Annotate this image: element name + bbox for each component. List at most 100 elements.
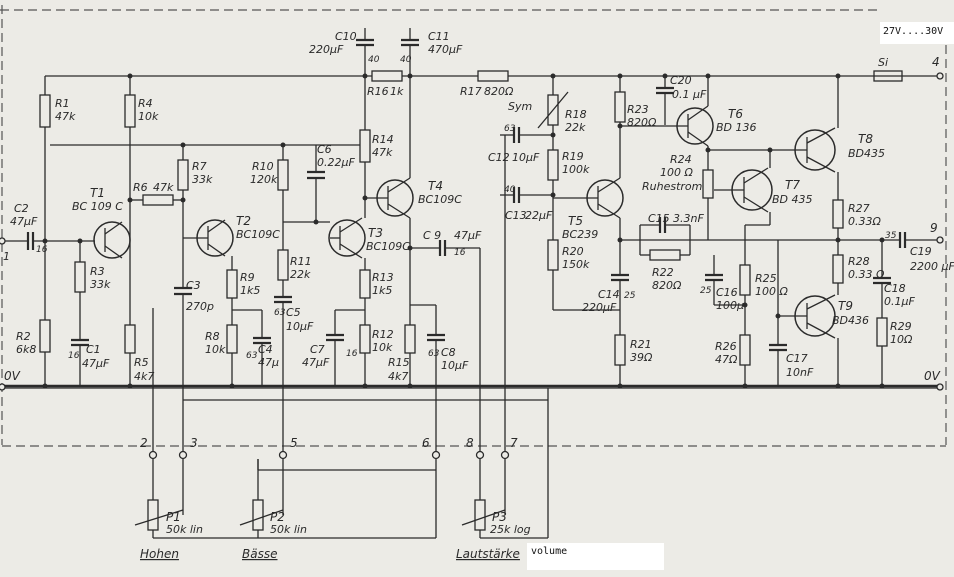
p1-pot[interactable] bbox=[147, 499, 159, 531]
c2-value: 47µF bbox=[10, 215, 38, 228]
terminal-0v-left[interactable] bbox=[0, 383, 6, 391]
terminal-2[interactable] bbox=[148, 450, 158, 460]
r17-label: R17 bbox=[460, 85, 482, 98]
r13-resistor bbox=[359, 269, 371, 299]
p3-pot[interactable] bbox=[474, 499, 486, 531]
hohen-label: Hohen bbox=[140, 547, 179, 561]
r9-label: R9 bbox=[240, 271, 255, 284]
r25-label: R25 bbox=[755, 272, 777, 285]
terminal-6[interactable] bbox=[431, 450, 441, 460]
c14-value: 220µF bbox=[582, 301, 617, 314]
r18-label: R18 bbox=[565, 108, 587, 121]
terminal-5-label: 5 bbox=[290, 436, 298, 450]
t7-emitter bbox=[743, 196, 769, 213]
r6-value: 47k bbox=[153, 181, 174, 194]
r12-resistor bbox=[359, 324, 371, 354]
r27-resistor bbox=[832, 199, 844, 229]
r22-label: R22 bbox=[652, 266, 674, 279]
r22-resistor bbox=[649, 249, 681, 261]
r17-value: 820Ω bbox=[484, 85, 514, 98]
r5-resistor bbox=[124, 324, 136, 354]
r15-label: R15 bbox=[388, 356, 410, 369]
c11-rating: 40 bbox=[400, 55, 412, 65]
t8-collector bbox=[806, 127, 836, 144]
r2-value: 6k8 bbox=[16, 343, 36, 356]
terminal-6-label: 6 bbox=[422, 436, 430, 450]
ruhestrom-label: Ruhestrom bbox=[642, 180, 702, 193]
r11-resistor bbox=[277, 249, 289, 281]
t7-label: T7 bbox=[785, 178, 800, 192]
p3-value: 25k log bbox=[490, 523, 531, 536]
junction-dot bbox=[879, 237, 885, 243]
r19-value: 100k bbox=[562, 163, 590, 176]
fuse-label: Si bbox=[878, 56, 888, 69]
terminal-8[interactable] bbox=[475, 450, 485, 460]
c1-rating: 16 bbox=[68, 351, 80, 361]
terminal-5[interactable] bbox=[278, 450, 288, 460]
r1-value: 47k bbox=[55, 110, 76, 123]
c11-value: 470µF bbox=[428, 43, 463, 56]
c3-label: C3 bbox=[186, 279, 201, 292]
terminal-7[interactable] bbox=[500, 450, 510, 460]
t5-collector bbox=[597, 177, 621, 193]
junction-dot bbox=[42, 238, 48, 244]
p2-label: P2 bbox=[270, 510, 285, 524]
terminal-4[interactable] bbox=[936, 72, 944, 80]
input-terminal[interactable] bbox=[0, 237, 6, 245]
terminal-8-label: 8 bbox=[466, 436, 474, 450]
junction-dot bbox=[617, 123, 623, 129]
r23-resistor bbox=[614, 91, 626, 123]
r3-resistor bbox=[74, 261, 86, 293]
junction-dot bbox=[705, 147, 711, 153]
r13-value: 1k5 bbox=[372, 284, 392, 297]
junction-dot bbox=[42, 383, 48, 389]
junction-dot bbox=[550, 73, 556, 79]
r11-value: 22k bbox=[290, 268, 311, 281]
c12-rating: 63 bbox=[504, 124, 516, 134]
t8-emitter bbox=[806, 156, 836, 173]
c4-label: C4 bbox=[258, 343, 273, 356]
t1-emitter bbox=[104, 245, 123, 259]
c19-value: 2200 µF bbox=[910, 260, 954, 273]
r23-label: R23 bbox=[627, 103, 649, 116]
p2-pot[interactable] bbox=[252, 499, 264, 531]
terminal-9[interactable] bbox=[936, 236, 944, 244]
r26-resistor bbox=[739, 334, 751, 366]
p3-label: P3 bbox=[492, 510, 507, 524]
t2-label: T2 bbox=[236, 214, 251, 228]
junction-dot bbox=[835, 73, 841, 79]
junction-dot bbox=[180, 142, 186, 148]
r14-label: R14 bbox=[372, 133, 394, 146]
r7-label: R7 bbox=[192, 160, 207, 173]
c7-value: 47µF bbox=[302, 356, 330, 369]
junction-dot bbox=[835, 383, 841, 389]
t6-emitter bbox=[687, 105, 709, 121]
c5-rating: 63 bbox=[274, 308, 286, 318]
terminal-3[interactable] bbox=[178, 450, 188, 460]
c5-label: C5 bbox=[286, 306, 301, 319]
junction-dot bbox=[550, 132, 556, 138]
terminal-7-label: 7 bbox=[510, 436, 518, 450]
junction-dot bbox=[127, 383, 133, 389]
c16-value: 100µ bbox=[716, 299, 744, 312]
t1-transistor bbox=[93, 221, 131, 259]
junction-dot bbox=[835, 237, 841, 243]
terminal-3-label: 3 bbox=[190, 436, 198, 450]
sym-label: Sym bbox=[508, 100, 532, 113]
r4-value: 10k bbox=[138, 110, 159, 123]
t6-type: BD 136 bbox=[716, 121, 757, 134]
junction-dot bbox=[407, 383, 413, 389]
c8-value: 10µF bbox=[441, 359, 469, 372]
t2-emitter bbox=[207, 243, 226, 257]
terminal-0v-right[interactable] bbox=[936, 383, 944, 391]
junction-dot bbox=[775, 313, 781, 319]
junction-dot bbox=[362, 383, 368, 389]
r7-resistor bbox=[177, 159, 189, 191]
t4-collector bbox=[387, 177, 411, 193]
junction-dot bbox=[280, 142, 286, 148]
p1-label: P1 bbox=[166, 510, 181, 524]
r11-label: R11 bbox=[290, 255, 312, 268]
t5-emitter bbox=[597, 203, 621, 219]
c14-rating: 25 bbox=[624, 291, 636, 301]
t6-collector bbox=[687, 131, 709, 147]
